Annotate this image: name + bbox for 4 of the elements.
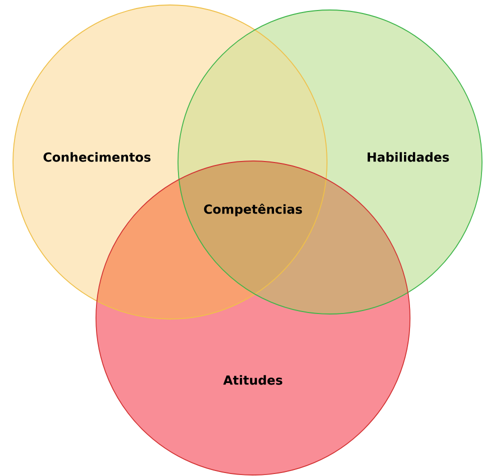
circle-label: Conhecimentos xyxy=(44,152,150,162)
intersection-label: Competências xyxy=(204,204,302,216)
circle-label: Atitudes xyxy=(223,375,282,385)
circle-label: Habilidades xyxy=(368,152,449,162)
